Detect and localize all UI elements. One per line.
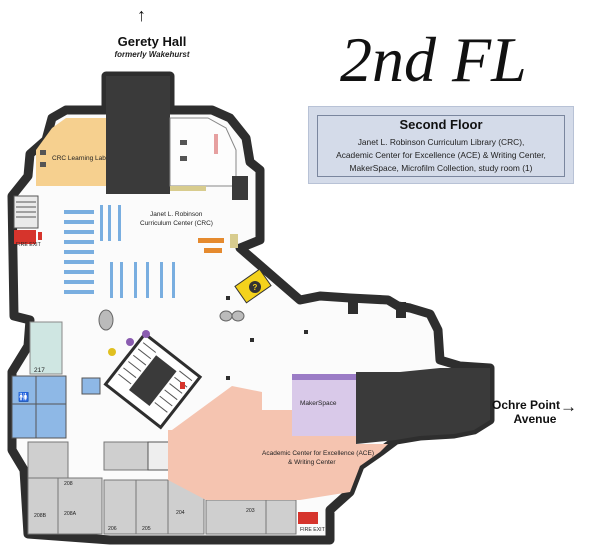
crc-learning-lab-room — [36, 118, 106, 186]
ochre-point-label: Ochre Point Avenue — [492, 398, 578, 426]
bench-bars — [198, 234, 238, 253]
east-arrow-icon: → — [560, 397, 577, 416]
room-217-label: 217 — [34, 367, 45, 374]
room-204-label: 204 — [176, 510, 185, 516]
gerety-connector — [106, 76, 170, 194]
east-connector — [356, 368, 490, 444]
gerety-hall-sublabel: formerly Wakehurst — [114, 50, 190, 59]
ochre-point-line1: Ochre Point — [492, 398, 561, 412]
fire-exit-sign-bottom — [298, 512, 318, 524]
ace-label-2: & Writing Center — [288, 459, 336, 466]
ochre-point-line2: Avenue — [513, 412, 557, 426]
elevator — [81, 377, 101, 395]
room-203-label: 203 — [246, 508, 255, 514]
restroom-icon: 🚻 — [18, 391, 29, 403]
fire-exit-label-bottom: FIRE EXIT — [300, 527, 326, 533]
room-206-label: 206 — [108, 526, 117, 532]
legend-text: Janet L. Robinson Curriculum Library (CR… — [326, 136, 556, 175]
crc-side-room — [169, 117, 237, 187]
floor-legend: Second Floor Janet L. Robinson Curriculu… — [308, 106, 574, 184]
central-stairwell — [103, 331, 203, 430]
column-block — [232, 176, 248, 200]
columns — [226, 296, 406, 380]
legend-line: Janet L. Robinson Curriculum Library (CR… — [357, 137, 525, 147]
room-208-label: 208 — [64, 481, 73, 487]
makerspace-bar — [292, 374, 356, 380]
gerety-hall-label: Gerety Hall — [117, 34, 187, 49]
legend-line: MakerSpace, Microfilm Collection, study … — [349, 163, 533, 173]
crc-center-label-2: Curriculum Center (CRC) — [140, 220, 213, 227]
fire-extinguisher-icon — [38, 232, 42, 240]
computer-icon — [40, 150, 46, 155]
stairs-lower — [147, 441, 171, 471]
info-icon — [126, 338, 134, 346]
info-icon — [142, 330, 150, 338]
room-208b-label: 208B — [34, 513, 47, 519]
round-tables — [98, 309, 245, 331]
room-205-label: 205 — [142, 526, 151, 532]
fire-exit-sign-left — [14, 230, 36, 244]
help-icon: ? — [253, 283, 258, 292]
ace-label-1: Academic Center for Excellence (ACE) — [262, 450, 374, 457]
makerspace-label: MakerSpace — [300, 400, 337, 407]
info-icon — [108, 348, 116, 356]
computer-icon — [180, 156, 187, 161]
tall-shelves — [100, 205, 175, 298]
legend-heading: Second Floor — [399, 117, 483, 132]
fire-extinguisher-icon — [180, 382, 185, 389]
small-rooms — [27, 441, 297, 535]
north-arrow-icon: ↑ — [137, 5, 146, 25]
room-217 — [29, 321, 63, 375]
desk-bar — [170, 186, 206, 191]
bookshelves — [64, 210, 94, 294]
legend-frame: Second Floor Janet L. Robinson Curriculu… — [317, 115, 565, 177]
crc-learning-lab-label: CRC Learning Lab — [52, 155, 106, 162]
room-208a-label: 208A — [64, 511, 77, 517]
makerspace-room — [292, 374, 356, 436]
computer-icon — [40, 162, 46, 167]
computer-icon — [180, 140, 187, 145]
restroom-block — [11, 375, 67, 439]
stair-lines — [16, 201, 36, 218]
red-cabinet — [214, 134, 218, 154]
crc-center-label-1: Janet L. Robinson — [150, 211, 203, 218]
help-desk: ? — [234, 268, 272, 304]
fire-exit-label-left: FIRE EXIT — [16, 242, 42, 248]
floor-title: 2nd FL — [340, 24, 527, 95]
legend-line: Academic Center for Excellence (ACE) & W… — [336, 150, 546, 160]
